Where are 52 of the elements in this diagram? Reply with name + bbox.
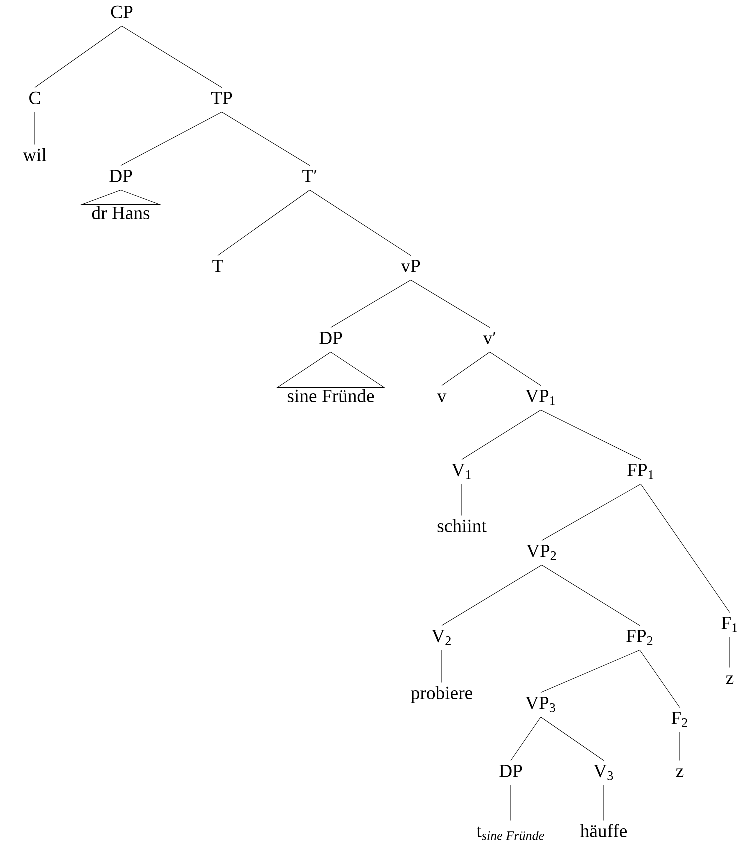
branch-line — [540, 717, 604, 761]
tree-label: häuffe — [580, 824, 628, 838]
tree-label: VP$_{3}$ — [526, 697, 556, 712]
tree-label: C — [30, 92, 40, 104]
tree-label: wil — [23, 148, 47, 162]
branch-line — [540, 650, 640, 693]
branch-line — [34, 112, 36, 145]
branch-line — [640, 484, 730, 613]
branch-line — [122, 26, 222, 88]
tree-label: v — [437, 394, 447, 402]
tree-label: V$_{2}$ — [432, 630, 451, 646]
tree-label: VP$_{2}$ — [526, 545, 556, 560]
branch-line — [222, 112, 310, 166]
tree-label: schiint — [438, 519, 487, 532]
tree-label: V$_{1}$ — [452, 464, 471, 480]
tree-label: T′ — [302, 170, 317, 182]
branch-line — [410, 280, 490, 328]
tree-label: F$_{1}$ — [722, 617, 738, 632]
tree-label: F$_{2}$ — [672, 712, 688, 728]
branch-line — [34, 26, 122, 88]
branch-line — [510, 785, 512, 821]
tree-label: z — [726, 676, 734, 684]
branch-line — [462, 410, 542, 460]
tree-label: FP$_{2}$ — [626, 630, 653, 646]
branch-line — [442, 352, 490, 386]
tree-label: CP — [111, 6, 133, 18]
branch-line — [218, 190, 310, 256]
tree-label: DP — [320, 332, 342, 344]
branch-line — [310, 190, 412, 256]
tree-label: $\mathrm{t}_{\textit{sine Fründe}}$ — [476, 826, 544, 840]
branch-line — [640, 650, 680, 708]
branch-line — [490, 352, 542, 386]
tree-label: z — [676, 768, 684, 778]
tree-label: dr Hans — [92, 206, 150, 220]
tree-label: sine Fründe — [288, 389, 374, 402]
tree-label: v′ — [483, 332, 496, 344]
tree-label: vP — [401, 260, 420, 272]
branch-line — [542, 484, 642, 541]
branch-line — [442, 565, 542, 626]
tree-label: FP$_{1}$ — [628, 464, 654, 480]
tree-label: DP — [110, 170, 132, 182]
tree-label: T — [212, 260, 224, 272]
tree-label: V$_{3}$ — [594, 765, 614, 780]
tree-label: probiere — [411, 686, 472, 704]
tree-label: VP$_{1}$ — [526, 390, 556, 406]
branch-line — [540, 410, 642, 460]
branch-line — [510, 717, 542, 761]
branch-line — [330, 280, 412, 328]
branch-line — [542, 565, 640, 626]
branch-line — [120, 112, 222, 166]
tree-label: TP — [211, 92, 232, 104]
tree-label: DP — [500, 765, 522, 778]
